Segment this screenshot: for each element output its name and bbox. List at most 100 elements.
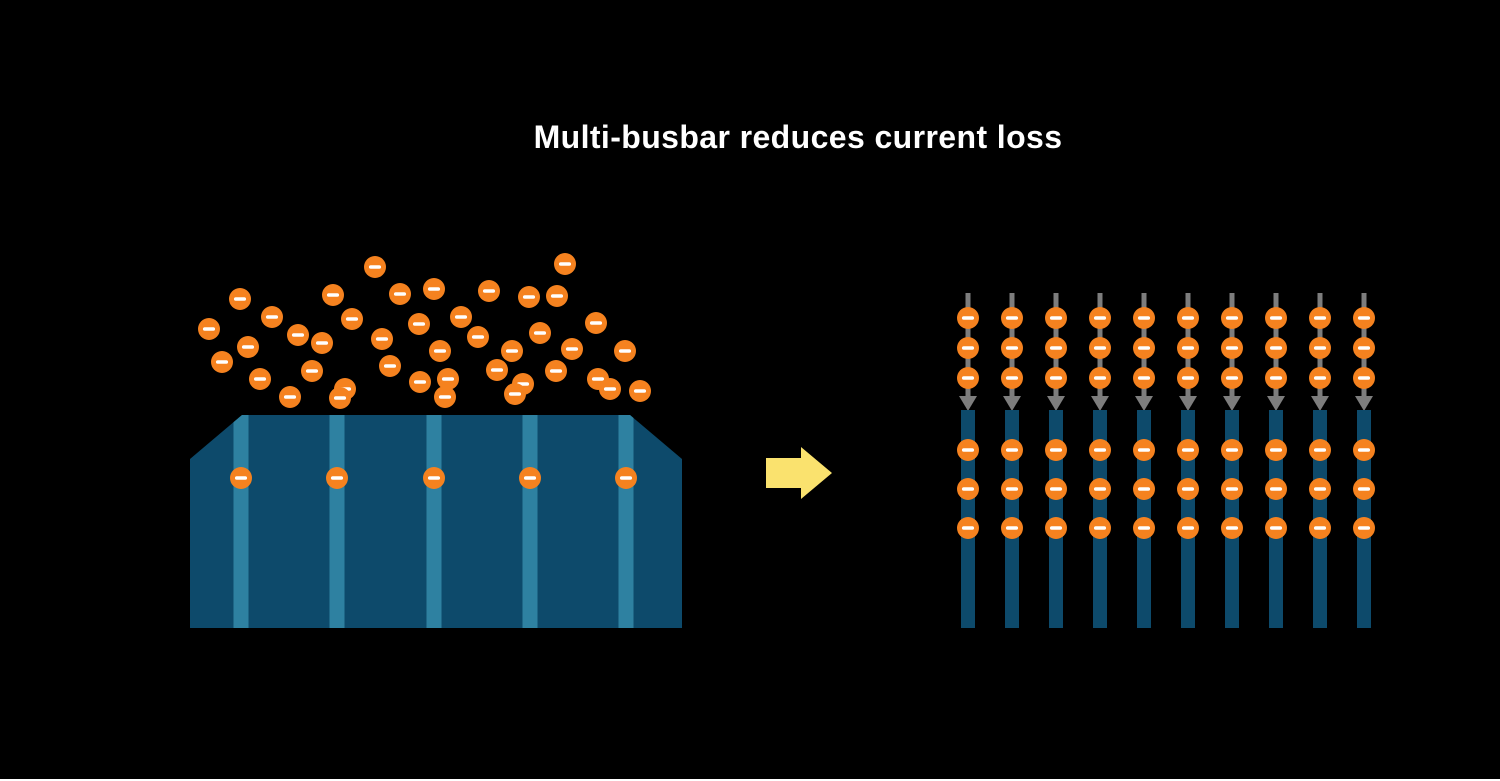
transition-arrow-icon xyxy=(766,447,832,499)
diagram-title: Multi-busbar reduces current loss xyxy=(533,119,1063,155)
scattered-electron-icon xyxy=(629,380,651,402)
collected-electron-icon xyxy=(1177,439,1199,461)
incoming-electron-icon xyxy=(1001,367,1023,389)
collected-electron-icon xyxy=(1309,478,1331,500)
collected-electron-icon xyxy=(1001,439,1023,461)
incoming-electron-icon xyxy=(1265,307,1287,329)
incoming-electron-icon xyxy=(1177,367,1199,389)
collected-electron-icon xyxy=(1001,517,1023,539)
flow-arrow-head-icon xyxy=(1223,396,1241,411)
busbar-column xyxy=(1089,293,1111,628)
flow-arrow-head-icon xyxy=(1355,396,1373,411)
scattered-electron-icon xyxy=(311,332,333,354)
scattered-electron-icon xyxy=(261,306,283,328)
flow-arrow-head-icon xyxy=(1267,396,1285,411)
multi-busbar-panel xyxy=(957,293,1375,628)
incoming-electron-icon xyxy=(957,337,979,359)
scattered-electron-icon xyxy=(437,368,459,390)
scattered-electron-icon xyxy=(450,306,472,328)
incoming-electron-icon xyxy=(1133,367,1155,389)
incoming-electron-icon xyxy=(1353,367,1375,389)
scattered-electron-icon xyxy=(198,318,220,340)
scattered-electron-icon xyxy=(504,383,526,405)
scattered-electron-icon xyxy=(287,324,309,346)
collected-electron-icon xyxy=(1133,439,1155,461)
busbar-column xyxy=(1045,293,1067,628)
scattered-electron-icon xyxy=(249,368,271,390)
collected-electron-icon xyxy=(1045,517,1067,539)
scattered-electron-icon xyxy=(409,371,431,393)
incoming-electron-icon xyxy=(1177,337,1199,359)
collected-electron-icon xyxy=(957,517,979,539)
scattered-electron-icon xyxy=(389,283,411,305)
scattered-electron-icon xyxy=(478,280,500,302)
collected-electron-icon xyxy=(1265,439,1287,461)
scattered-electron-icon xyxy=(423,278,445,300)
incoming-electron-icon xyxy=(1133,337,1155,359)
incoming-electron-icon xyxy=(1221,337,1243,359)
collected-electron-icon xyxy=(1089,517,1111,539)
scattered-electron-icon xyxy=(545,360,567,382)
incoming-electron-icon xyxy=(1089,337,1111,359)
collected-electron-icon xyxy=(1001,478,1023,500)
incoming-electron-icon xyxy=(1045,367,1067,389)
incoming-electron-icon xyxy=(1089,367,1111,389)
scattered-electron-icon xyxy=(467,326,489,348)
scattered-electron-icon xyxy=(379,355,401,377)
collected-electron-icon xyxy=(1309,439,1331,461)
collected-electron-icon xyxy=(230,467,252,489)
incoming-electron-icon xyxy=(1221,367,1243,389)
incoming-electron-icon xyxy=(957,307,979,329)
busbar-column xyxy=(1309,293,1331,628)
busbar-stripe xyxy=(329,415,345,628)
collected-electron-icon xyxy=(1353,439,1375,461)
bottom-edge-line xyxy=(0,779,1500,781)
scattered-electron-icon xyxy=(237,336,259,358)
incoming-electron-icon xyxy=(1001,307,1023,329)
collected-electron-icon xyxy=(1221,517,1243,539)
busbar-column xyxy=(1265,293,1287,628)
collected-electron-icon xyxy=(423,467,445,489)
scattered-electron-icon xyxy=(599,378,621,400)
scattered-electron-icon xyxy=(554,253,576,275)
collected-electron-icon xyxy=(326,467,348,489)
busbar-column xyxy=(1133,293,1155,628)
collected-electron-icon xyxy=(1353,517,1375,539)
collected-electron-icon xyxy=(1045,478,1067,500)
flow-arrow-head-icon xyxy=(1047,396,1065,411)
busbar-stripe xyxy=(618,415,634,628)
collected-electron-icon xyxy=(1177,517,1199,539)
collected-electron-icon xyxy=(1177,478,1199,500)
collected-electron-icon xyxy=(1133,517,1155,539)
scattered-electron-icon xyxy=(371,328,393,350)
collected-electron-icon xyxy=(1265,478,1287,500)
incoming-electron-icon xyxy=(1045,307,1067,329)
busbar-stripe xyxy=(233,415,249,628)
scattered-electron-icon xyxy=(229,288,251,310)
scattered-electron-icon xyxy=(486,359,508,381)
incoming-electron-icon xyxy=(1089,307,1111,329)
collected-electron-icon xyxy=(1221,478,1243,500)
flow-arrow-head-icon xyxy=(1003,396,1021,411)
scattered-electron-icon xyxy=(434,386,456,408)
scattered-electron-icon xyxy=(322,284,344,306)
incoming-electron-icon xyxy=(1309,307,1331,329)
scattered-electron-icon xyxy=(585,312,607,334)
scattered-electron-icon xyxy=(561,338,583,360)
collected-electron-icon xyxy=(615,467,637,489)
scattered-electron-icon xyxy=(501,340,523,362)
flow-arrow-head-icon xyxy=(959,396,977,411)
incoming-electron-icon xyxy=(1353,337,1375,359)
incoming-electron-icon xyxy=(1309,367,1331,389)
flow-arrow-head-icon xyxy=(1091,396,1109,411)
incoming-electron-icon xyxy=(1177,307,1199,329)
scattered-electron-icon xyxy=(211,351,233,373)
collected-electron-icon xyxy=(1265,517,1287,539)
collected-electron-icon xyxy=(957,439,979,461)
collected-electron-icon xyxy=(1221,439,1243,461)
collected-electron-icon xyxy=(1353,478,1375,500)
collected-electron-icon xyxy=(519,467,541,489)
scattered-electron-icon xyxy=(429,340,451,362)
